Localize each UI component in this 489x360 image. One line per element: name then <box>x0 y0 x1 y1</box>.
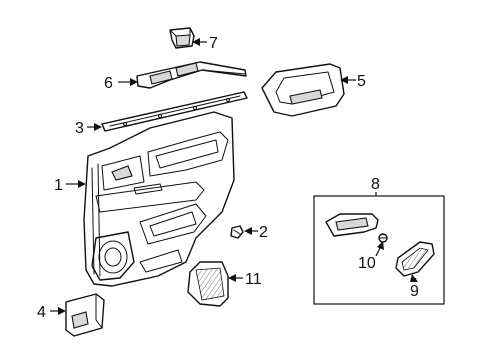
part-4-cover <box>65 293 105 337</box>
part-3-trim-strip <box>101 91 248 132</box>
part-6-switch-panel <box>136 61 247 89</box>
part-7-switch-knob <box>169 27 195 49</box>
leader-2 <box>244 227 258 235</box>
callout-3: 3 <box>75 120 84 137</box>
leader-1 <box>66 180 86 188</box>
callout-8: 8 <box>371 176 380 193</box>
callout-4: 4 <box>37 304 46 321</box>
leader-9 <box>410 274 418 283</box>
part-1-door-trim-panel <box>83 111 235 287</box>
callout-5: 5 <box>357 73 366 90</box>
callout-10: 10 <box>358 255 376 272</box>
part-11-end-cap <box>187 261 229 307</box>
callout-9: 9 <box>410 283 419 300</box>
callout-2: 2 <box>259 224 268 241</box>
leader-4 <box>50 307 66 315</box>
leader-7 <box>192 38 207 46</box>
callout-1: 1 <box>54 177 63 194</box>
callout-7: 7 <box>209 35 218 52</box>
leader-6 <box>118 78 138 86</box>
leader-3 <box>87 123 102 131</box>
callout-11: 11 <box>245 271 262 288</box>
leader-5 <box>340 76 356 84</box>
part-2-clip <box>230 225 244 239</box>
part-5-handle-bezel <box>261 63 345 117</box>
leader-11 <box>228 274 243 282</box>
callout-6: 6 <box>104 75 113 92</box>
leader-10 <box>375 241 384 257</box>
